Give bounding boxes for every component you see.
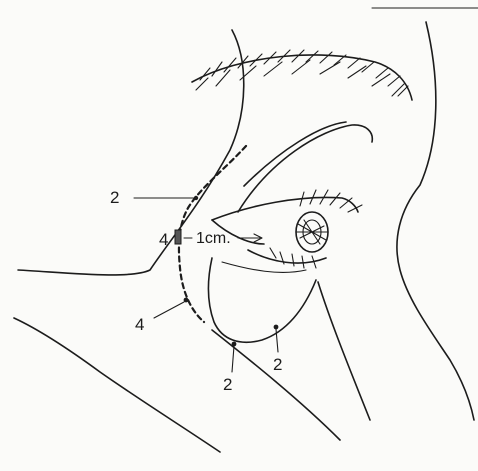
label-point-4-mid: 4: [159, 231, 168, 248]
upper-lid-margin: [212, 197, 358, 220]
label-point-2-bottom-right: 2: [273, 356, 282, 373]
cheek-lateral-line: [318, 282, 370, 420]
eyebrow: [192, 50, 412, 100]
face-contour-right: [397, 22, 474, 420]
nasolabial-line: [14, 318, 220, 452]
upper-eyelashes: [300, 190, 362, 212]
leader-lower-left: [154, 302, 184, 318]
label-point-2-bottom-center: 2: [223, 376, 232, 393]
label-point-2-upper: 2: [110, 189, 119, 206]
leader-bottom-center: [232, 346, 234, 372]
label-point-4-lower: 4: [135, 316, 144, 333]
point-marker-rect: [175, 230, 181, 244]
label-distance: 1cm.: [196, 231, 231, 247]
iris: [296, 212, 328, 252]
